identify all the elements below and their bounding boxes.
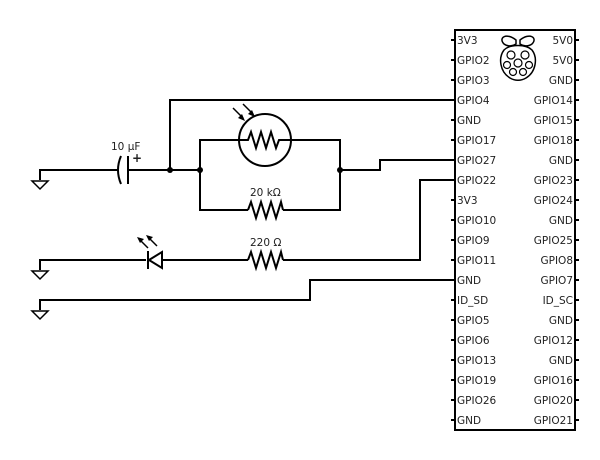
capacitor-polarity-mark: +	[132, 151, 142, 165]
wire-gpio4	[169, 99, 451, 170]
pin-label-left: GPIO27	[457, 155, 496, 167]
pin-label-left: GPIO5	[457, 315, 490, 327]
resistor-20k-zigzag	[247, 198, 284, 222]
header-outline	[454, 29, 576, 431]
capacitor-label: 10 µF	[111, 141, 140, 153]
resistor-220	[247, 248, 284, 272]
ground-icon	[30, 310, 50, 321]
right-pin-labels: 5V05V0GNDGPIO14GPIO15GPIO18GNDGPIO23GPIO…	[534, 35, 574, 427]
right-pin-ticks	[575, 39, 579, 421]
pin-label-left: GND	[457, 415, 481, 427]
wire-r1-right	[283, 170, 341, 211]
wire-gpio27	[340, 159, 451, 171]
gpio-header: 3V3GPIO2GPIO3GPIO4GNDGPIO17GPIO27GPIO223…	[451, 29, 579, 431]
pin-label-left: GPIO19	[457, 375, 496, 387]
ground-icon	[30, 180, 50, 191]
pin-label-left: GPIO6	[457, 335, 490, 347]
capacitor	[117, 155, 129, 185]
pin-label-left: GPIO2	[457, 55, 490, 67]
pin-label-right: GND	[549, 315, 573, 327]
pin-label-right: GPIO24	[534, 195, 574, 207]
wire-ldr-left	[199, 139, 240, 170]
resistor-220-label: 220 Ω	[250, 237, 281, 249]
resistor-20k	[247, 198, 284, 222]
pin-label-left: GND	[457, 275, 481, 287]
pin-label-left: 3V3	[457, 35, 478, 47]
pin-label-right: GPIO25	[534, 235, 573, 247]
photoresistor-circle	[238, 113, 292, 167]
pin-label-right: GND	[549, 215, 573, 227]
pin-label-right: GPIO7	[540, 275, 573, 287]
raspberry-pi-logo-icon	[499, 35, 537, 81]
pin-label-left: GPIO4	[457, 95, 490, 107]
pin-label-right: GPIO16	[534, 375, 574, 387]
pin-label-left: GPIO13	[457, 355, 496, 367]
pin-label-right: GND	[549, 155, 573, 167]
junction-dot-gpio4	[167, 167, 173, 173]
pin-label-right: GPIO12	[534, 335, 573, 347]
pin-label-right: GPIO15	[534, 115, 573, 127]
emission-arrows-icon	[137, 235, 158, 249]
pin-label-left: GPIO10	[457, 215, 496, 227]
capacitor-curved-plate	[117, 155, 122, 185]
pin-label-right: GPIO20	[534, 395, 573, 407]
pin-label-left: GPIO3	[457, 75, 490, 87]
pin-label-right: ID_SC	[543, 295, 573, 307]
pin-label-right: GPIO8	[540, 255, 573, 267]
wire-ldr-right	[290, 139, 341, 170]
led-triangle	[147, 250, 163, 270]
pin-label-left: GPIO11	[457, 255, 496, 267]
resistor-20k-label: 20 kΩ	[250, 187, 281, 199]
pin-label-right: GPIO14	[534, 95, 574, 107]
wire-r1-left	[199, 170, 248, 211]
pin-label-right: GPIO18	[534, 135, 573, 147]
pin-label-right: GPIO23	[534, 175, 573, 187]
photoresistor	[232, 103, 292, 167]
pin-label-left: ID_SD	[457, 295, 488, 307]
wire-capacitor-ground	[39, 169, 118, 180]
left-pin-ticks	[451, 39, 455, 421]
pin-label-left: GPIO22	[457, 175, 496, 187]
wire-led-ground	[39, 259, 146, 270]
pin-label-left: GPIO9	[457, 235, 490, 247]
pin-label-left: GPIO17	[457, 135, 496, 147]
pin-label-left: GPIO26	[457, 395, 497, 407]
pin-label-right: GPIO21	[534, 415, 573, 427]
pin-label-right: 5V0	[552, 35, 573, 47]
led	[137, 235, 163, 270]
light-arrows-icon	[232, 103, 255, 121]
wire-header-gnd	[39, 279, 451, 310]
pin-label-right: GND	[549, 355, 573, 367]
wire-gpio22	[283, 179, 451, 261]
resistor-220-zigzag	[247, 248, 284, 272]
photoresistor-zigzag	[240, 128, 290, 152]
ground-icon	[30, 270, 50, 281]
pin-label-left: 3V3	[457, 195, 478, 207]
pin-label-right: GND	[549, 75, 573, 87]
left-pin-labels: 3V3GPIO2GPIO3GPIO4GNDGPIO17GPIO27GPIO223…	[457, 35, 497, 427]
pin-label-right: 5V0	[552, 55, 573, 67]
pin-label-left: GND	[457, 115, 481, 127]
